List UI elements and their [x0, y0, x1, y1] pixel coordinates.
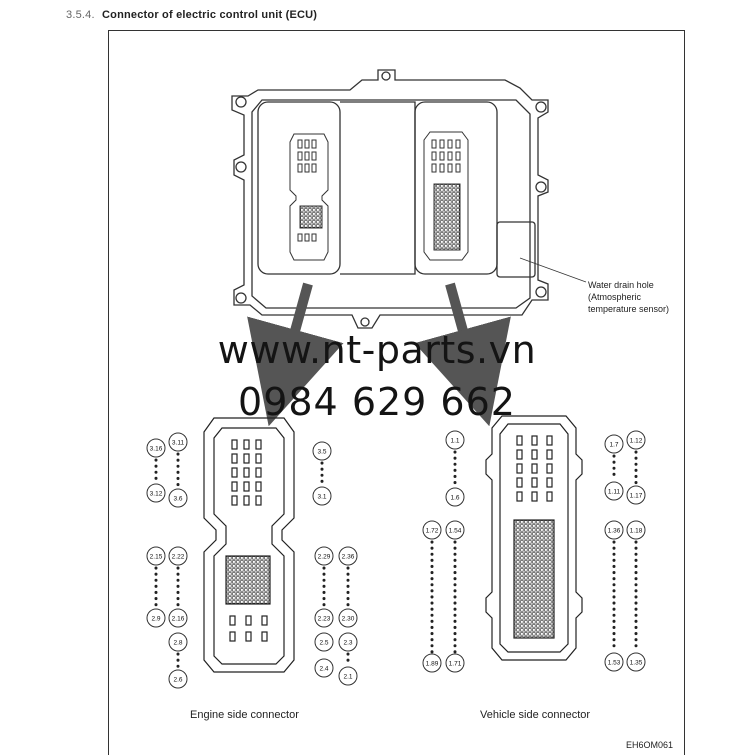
callout-line-2: (Atmospheric: [588, 292, 642, 302]
pin-labels: 3.16 3.11 3.12 3.6 3.5 3.1 2.15 2.22 2.9 2.16 2.8 2…: [150, 437, 643, 683]
pin-label-circles: [146, 430, 646, 689]
pin-label: 2.8: [173, 639, 182, 646]
pin-label: 1.11: [608, 488, 621, 495]
pin-label: 2.23: [318, 615, 331, 622]
pin-label: 2.5: [319, 639, 328, 646]
pin-label: 1.54: [449, 527, 462, 534]
engine-side-caption: Engine side connector: [190, 709, 299, 721]
pin-label: 1.36: [608, 527, 621, 534]
pin-label: 2.22: [172, 553, 185, 560]
pin-label: 1.35: [630, 659, 643, 666]
pin-label: 2.30: [342, 615, 355, 622]
section-heading: 3.5.4. Connector of electric control uni…: [66, 9, 317, 21]
pin-label: 2.3: [343, 639, 352, 646]
pin-label: 3.16: [150, 445, 163, 452]
vehicle-connector: [485, 415, 583, 661]
pin-label: 2.9: [151, 615, 160, 622]
arrow-vehicle: [414, 282, 511, 427]
pin-label: 2.36: [342, 553, 355, 560]
pin-label: 2.4: [319, 665, 328, 672]
pin-label: 1.53: [608, 659, 621, 666]
vehicle-side-caption: Vehicle side connector: [480, 709, 591, 721]
figure-frame: [108, 30, 685, 755]
section-number: 3.5.4.: [66, 9, 95, 21]
pin-label: 1.7: [609, 441, 618, 448]
pin-label: 2.6: [173, 676, 182, 683]
ecu-housing: [231, 69, 549, 329]
ecu-engine-connector: [289, 133, 329, 261]
pin-label: 2.29: [318, 553, 331, 560]
arrows: [247, 282, 511, 427]
arrow-engine: [247, 282, 344, 427]
pin-label: 1.72: [426, 527, 439, 534]
pin-label: 1.6: [450, 494, 459, 501]
watermark-site: www.nt-parts.vn: [217, 328, 537, 372]
section-title: Connector of electric control unit (ECU): [102, 9, 318, 21]
drain-leader: [519, 257, 587, 283]
pin-label: 1.17: [630, 492, 643, 499]
pin-label: 1.18: [630, 527, 643, 534]
pin-dot-runs: [154, 450, 638, 669]
pin-label: 1.1: [450, 437, 459, 444]
pin-label: 3.5: [317, 448, 326, 455]
ecu-vehicle-connector: [423, 131, 469, 261]
callout-line-1: Water drain hole: [588, 280, 654, 290]
pin-label: 2.1: [343, 673, 352, 680]
pin-label: 1.89: [426, 660, 439, 667]
figure-code: EH6OM061: [626, 740, 674, 750]
pin-label: 3.6: [173, 495, 182, 502]
callout-line-3: temperature sensor): [588, 304, 670, 314]
pin-label: 3.12: [150, 490, 163, 497]
pin-label: 3.11: [172, 439, 185, 446]
pin-label: 2.15: [150, 553, 163, 560]
pin-label: 3.1: [317, 493, 326, 500]
water-drain-callout: Water drain hole (Atmospheric temperatur…: [588, 279, 669, 315]
pin-label: 1.71: [449, 660, 462, 667]
engine-connector: [203, 417, 295, 673]
watermark-phone: 0984 629 662: [238, 380, 516, 424]
pin-label: 2.16: [172, 615, 185, 622]
pin-label: 1.12: [630, 437, 643, 444]
